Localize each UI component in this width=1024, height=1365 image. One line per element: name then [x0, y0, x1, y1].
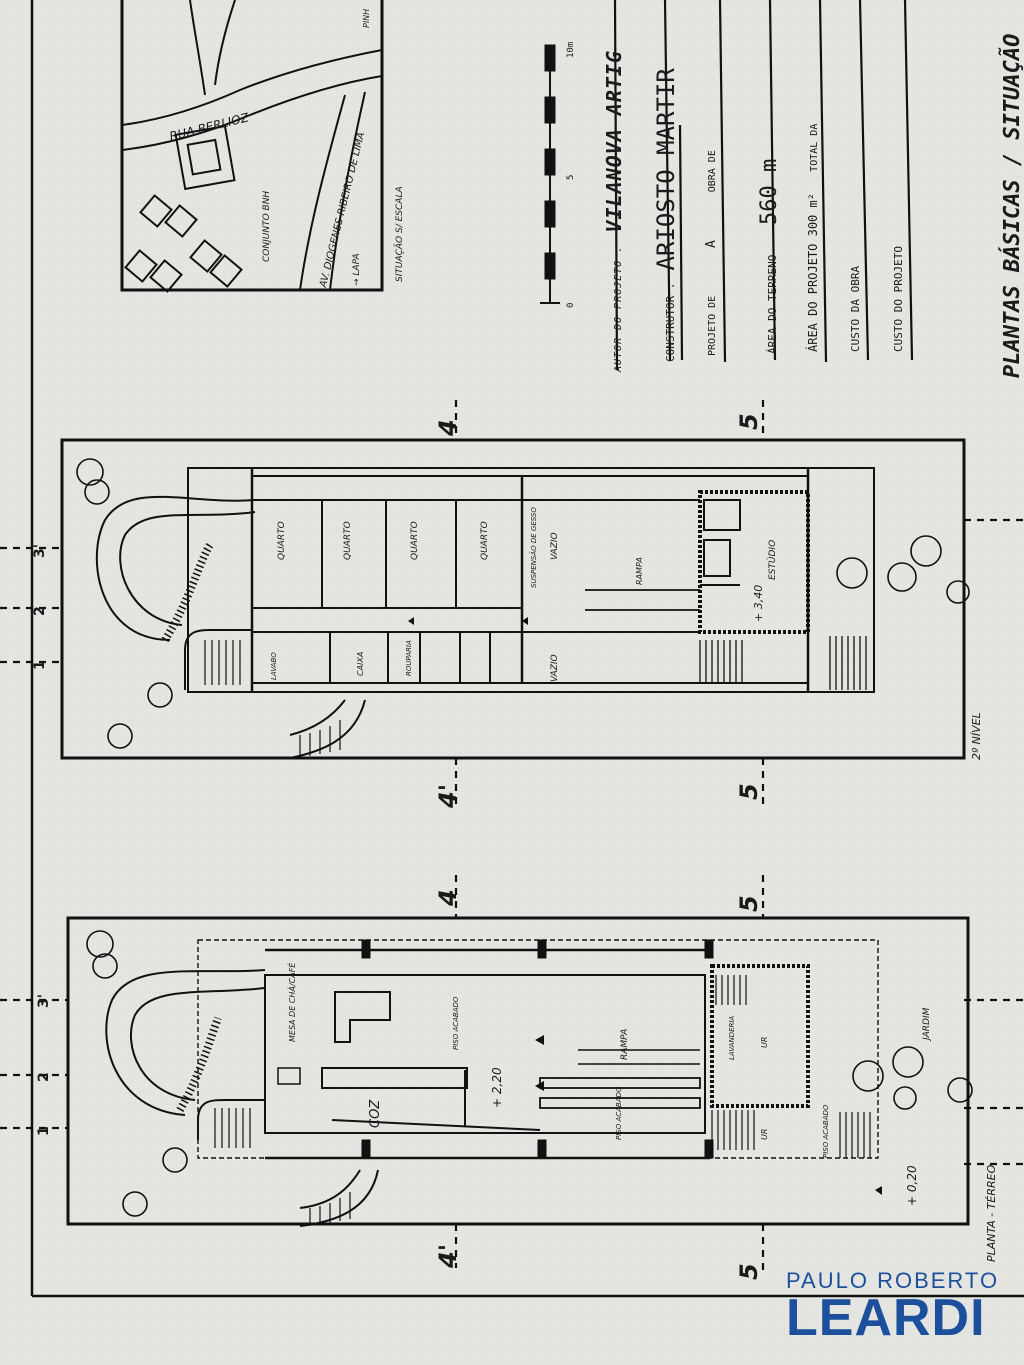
watermark-logo: PAULO ROBERTO LEARDI	[786, 1268, 1008, 1350]
room-label-coz: COZ	[368, 1099, 383, 1128]
axis-label-1-upper: 1	[32, 660, 48, 670]
site-caption: SITUAÇÃO S/ ESCALA	[395, 186, 405, 282]
room-label-lavanderia: LAVANDERIA	[728, 1015, 736, 1060]
axis-label-4p-upper: 4'	[434, 783, 462, 808]
direction-lapa: → LAPA	[352, 253, 362, 286]
axis-label-2-upper: 2	[32, 606, 48, 616]
upper-floor-plan	[60, 438, 970, 760]
axis-label-5-top: 5	[735, 413, 763, 430]
note-ur-1: UR	[760, 1036, 769, 1048]
builder-value: ARIOSTO MARTIR	[652, 68, 680, 271]
upper-floor-caption: 2º NÍVEL	[970, 712, 983, 760]
street-label-pinh: PINH	[362, 8, 371, 28]
site-plan	[120, 0, 384, 293]
ground-floor-caption: PLANTA - TÉRREO	[985, 1164, 998, 1262]
room-label-estudio: ESTÚDIO	[768, 539, 778, 580]
axis-label-5-upper: 5	[735, 783, 763, 800]
room-label-caixa: CAIXA	[356, 651, 365, 676]
note-suspensao: SUSPENSÃO DE GESSO	[530, 507, 538, 588]
note-level-340: + 3,40	[752, 584, 765, 622]
room-label-jardim: JARDIM	[922, 1007, 932, 1040]
work-cost-label: CUSTO DA OBRA	[849, 265, 862, 352]
room-label-vazio-2: VAZIO	[550, 654, 560, 682]
axis-label-5-bottom: 5	[735, 1263, 763, 1280]
watermark-line2: LEARDI	[786, 1289, 986, 1347]
land-area-row: ÁREA DO TERRENO 560 m	[757, 158, 782, 354]
scale-five: 5	[566, 174, 576, 180]
axis-label-4-top: 4	[434, 419, 462, 436]
ground-floor-plan	[66, 916, 973, 1227]
scale-zero: 0	[566, 302, 576, 308]
axis-label-3-lower: 3'	[36, 993, 52, 1008]
axis-label-2-lower: 2	[36, 1072, 52, 1082]
builder-row: CONSTRUTOR : ARIOSTO MARTIR	[652, 68, 680, 362]
watermark-line1: PAULO ROBERTO	[786, 1268, 1000, 1293]
work-label: OBRA DE	[707, 150, 718, 193]
scale-ten: 10m	[566, 41, 576, 58]
author-label: AUTOR DO PROJETO : VILANOVA ARTIG	[602, 50, 626, 372]
project-area-row: ÁREA DO PROJETO 300 m² TOTAL DA	[806, 123, 820, 352]
sheet-title: PLANTAS BÁSICAS / SITUAÇÃO	[1000, 33, 1024, 378]
room-label-lavabo: LAVABO	[270, 652, 278, 680]
axis-markers	[408, 617, 882, 1195]
block-bnh: CONJUNTO BNH	[262, 190, 272, 262]
scale-bar	[540, 44, 560, 304]
author-value: VILANOVA ARTIG	[602, 50, 626, 233]
axis-label-4-lower: 4	[434, 889, 462, 906]
land-area-value: 560 m	[757, 158, 782, 226]
room-label-rouparia: ROUPARIA	[405, 640, 413, 676]
room-label-quarto-3: QUARTO	[410, 521, 420, 560]
project-value: A	[704, 240, 719, 248]
note-piso-1: PISO ACABADO	[452, 996, 460, 1050]
note-mesa: MESA DE CHÁ/CAFÉ	[288, 962, 297, 1042]
note-level-020: + 0,20	[905, 1165, 919, 1206]
note-piso-2: PISO ACABADO	[615, 1086, 623, 1140]
axis-label-4p-bottom: 4'	[434, 1243, 462, 1268]
project-cost-label: CUSTO DO PROJETO	[892, 246, 905, 352]
room-label-quarto-2: QUARTO	[343, 521, 353, 560]
room-label-quarto-4: QUARTO	[480, 521, 490, 560]
title-block-lines	[613, 0, 914, 371]
room-label-quarto-1: QUARTO	[277, 521, 287, 560]
axis-label-3-upper: 3'	[32, 543, 48, 558]
total-label: TOTAL DA	[809, 123, 820, 172]
note-rampa-upper: RAMPA	[635, 557, 644, 585]
note-level-220: + 2,20	[490, 1067, 504, 1108]
note-ur-2: UR	[760, 1128, 769, 1140]
room-label-vazio-1: VAZIO	[550, 532, 560, 560]
axis-label-5-lower: 5	[735, 895, 763, 912]
note-rampa-ground: RAMPA	[620, 1028, 630, 1060]
project-row: PROJETO DE A OBRA DE	[704, 150, 719, 356]
grid-axes	[0, 400, 1024, 1275]
room-label-piso-acabado: PISO ACABADO	[822, 1104, 830, 1158]
axis-label-1-lower: 1	[36, 1126, 52, 1136]
